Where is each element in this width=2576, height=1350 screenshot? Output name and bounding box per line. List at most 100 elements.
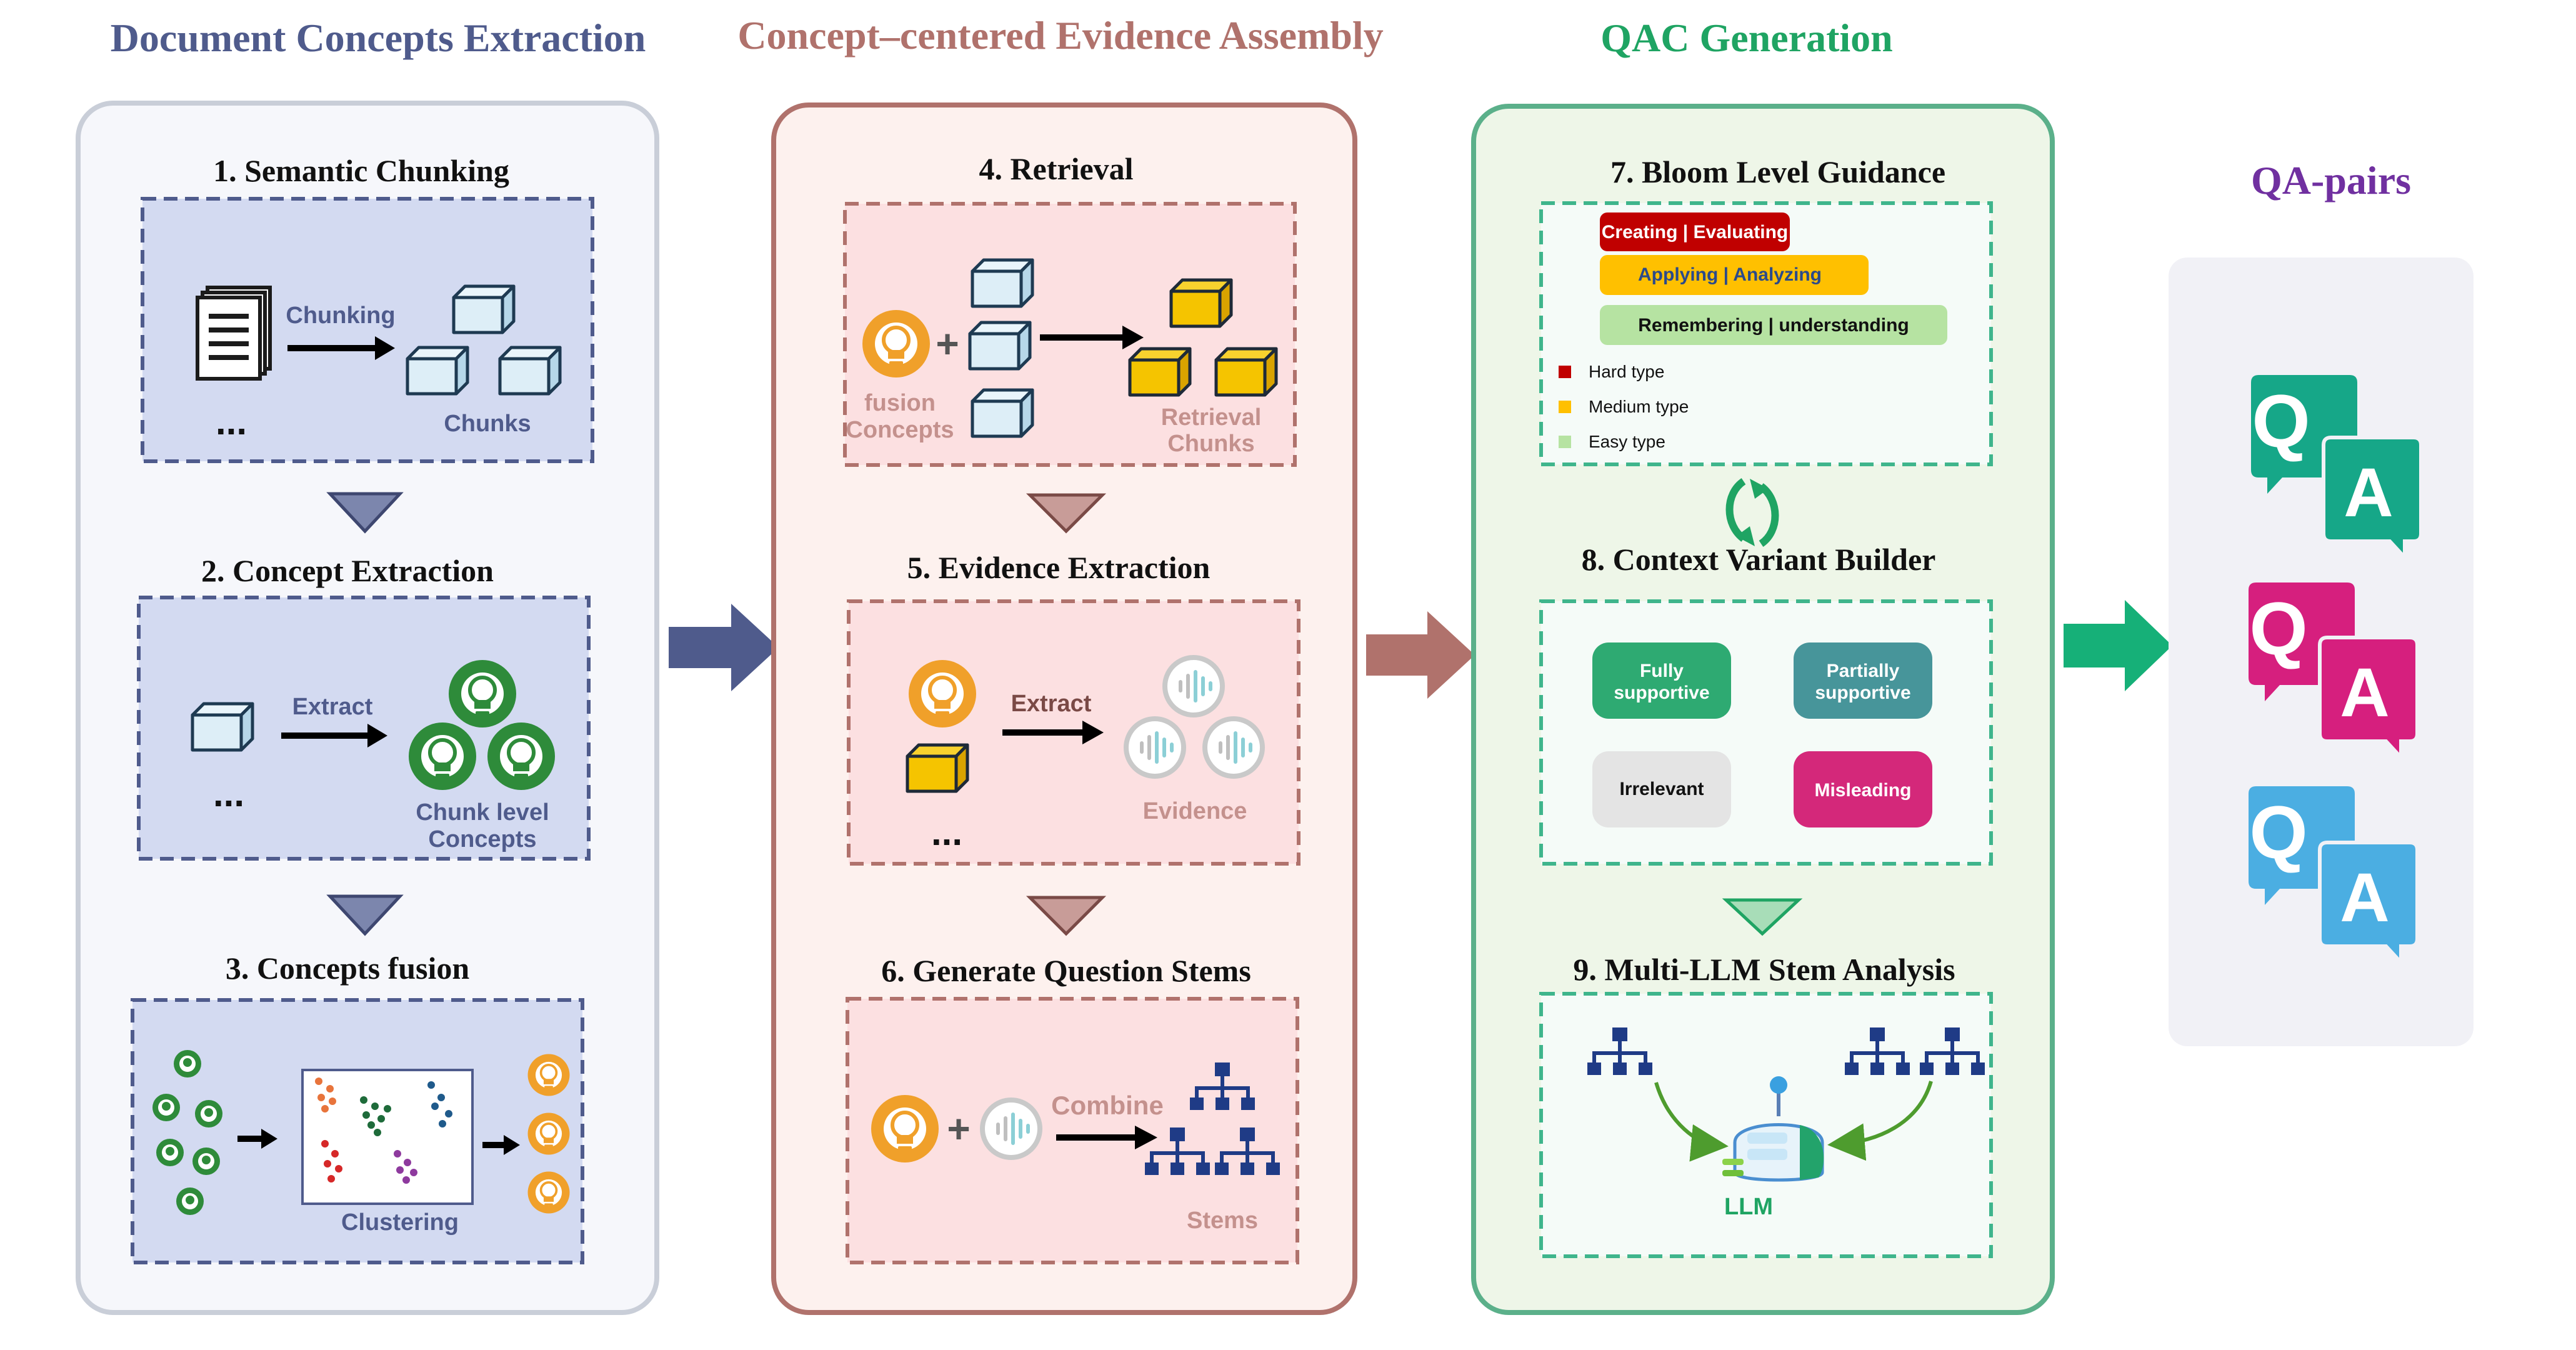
fusion-concept-bulb-icon	[526, 1111, 571, 1156]
evidence-wave-icon	[982, 1100, 1040, 1158]
column-title-qa: QA-pairs	[2251, 158, 2411, 202]
legend-swatch-medium	[1559, 401, 1571, 413]
step6-stems-label: Stems	[1187, 1208, 1258, 1234]
q-letter: Q	[2249, 791, 2307, 874]
variant-partially-line1: Partially	[1827, 661, 1900, 681]
step4-retrieval-line1: Retrieval	[1161, 404, 1262, 431]
cluster-points	[315, 1078, 452, 1184]
step5-extract-label: Extract	[1011, 691, 1092, 717]
step7-title: 7. Bloom Level Guidance	[1610, 154, 1945, 189]
step9-title: 9. Multi-LLM Stem Analysis	[1573, 952, 1955, 987]
step2-title: 2. Concept Extraction	[201, 553, 494, 588]
legend-swatch-easy	[1559, 436, 1571, 448]
down-arrow	[326, 492, 404, 534]
step4-fusion-line2: Concepts	[846, 417, 954, 443]
chunk-cube-icon	[407, 348, 467, 394]
step2-ellipsis: ...	[213, 772, 244, 814]
variant-irrelevant	[1592, 751, 1731, 828]
retrieval-cube-icon	[1130, 349, 1190, 395]
chunk-cube-icon	[500, 348, 560, 394]
document-icon	[197, 288, 270, 379]
step2-label-line2: Concepts	[428, 826, 536, 852]
down-arrow	[1026, 896, 1107, 936]
concept-bulb-icon	[156, 1139, 184, 1166]
concept-bulb-icon	[192, 1148, 220, 1175]
bloom-bar-easy-label: Remembering | understanding	[1638, 315, 1909, 336]
down-arrow	[326, 894, 404, 936]
step6-arrow	[1135, 1126, 1157, 1149]
variant-partially-supportive	[1794, 642, 1932, 719]
fusion-concept-bulb-icon	[526, 1170, 571, 1215]
step1-arrow	[375, 336, 395, 360]
chunk-cube-icon	[970, 322, 1030, 369]
step5-evidence-label: Evidence	[1143, 798, 1247, 824]
llm-robot-icon	[1722, 1076, 1824, 1182]
step4-arrow	[1122, 326, 1144, 349]
bloom-legend: Hard type Medium type Easy type	[1559, 362, 1689, 451]
chunk-cube-icon	[454, 286, 514, 332]
legend-medium-label: Medium type	[1589, 397, 1689, 416]
retrieval-cube-icon	[907, 745, 967, 791]
bloom-bar-medium	[1600, 255, 1869, 295]
step2-arrow	[367, 724, 387, 748]
a-bubble-icon	[2318, 636, 2419, 762]
q-letter: Q	[2252, 379, 2310, 463]
variant-misleading-label: Misleading	[1814, 780, 1911, 801]
bloom-bar-easy	[1600, 305, 1947, 345]
bloom-bar-hard	[1600, 212, 1790, 251]
fusion-concept-bulb-icon	[871, 1095, 939, 1162]
step5-title: 5. Evidence Extraction	[907, 550, 1211, 585]
a-letter: A	[2340, 859, 2389, 936]
step1-chunks-label: Chunks	[444, 411, 531, 437]
chunk-cube-icon	[972, 390, 1032, 436]
step3-arrow	[261, 1129, 277, 1149]
variant-fully-line2: supportive	[1614, 682, 1709, 703]
a-letter: A	[2344, 454, 2393, 531]
step5-ellipsis: ...	[931, 811, 962, 853]
chunk-cube-icon	[192, 704, 252, 750]
bloom-bars: Creating | Evaluating Applying | Analyzi…	[1600, 212, 1947, 345]
step4-fusion-line1: fusion	[864, 390, 936, 416]
down-arrow	[1026, 493, 1107, 534]
qa-pair-2: Q A	[2249, 582, 2419, 762]
fusion-concept-bulb-icon	[526, 1052, 571, 1098]
step4-title: 4. Retrieval	[979, 151, 1133, 186]
qa-pair-1: Q A	[2251, 375, 2423, 562]
variant-fully-supportive	[1592, 642, 1731, 719]
step3-clustering-label: Clustering	[341, 1209, 459, 1236]
step1-ellipsis: ...	[216, 401, 247, 442]
step1-chunking-label: Chunking	[286, 302, 395, 329]
bloom-bar-medium-label: Applying | Analyzing	[1638, 264, 1822, 285]
a-bubble-icon	[2318, 841, 2419, 968]
variant-fully-line1: Fully	[1640, 661, 1684, 681]
flow-arrow-2	[1366, 611, 1475, 699]
plus-icon: +	[947, 1106, 970, 1151]
variant-misleading	[1794, 751, 1932, 828]
concept-bulb-icon	[409, 722, 476, 790]
step5-arrow	[1082, 721, 1104, 744]
a-bubble-icon	[2322, 436, 2423, 562]
down-arrow	[1722, 898, 1803, 936]
q-letter: Q	[2249, 587, 2307, 671]
step1-title: 1. Semantic Chunking	[213, 153, 509, 188]
flow-arrow-1	[669, 604, 779, 691]
retrieval-cube-icon	[1216, 349, 1276, 395]
cycle-icon	[1725, 478, 1779, 547]
a-letter: A	[2340, 654, 2389, 731]
column-title-extraction: Document Concepts Extraction	[111, 16, 646, 60]
fusion-concept-bulb-icon	[862, 310, 930, 378]
step6-title: 6. Generate Question Stems	[881, 953, 1251, 988]
column-title-generation: QAC Generation	[1600, 16, 1893, 60]
fusion-concept-bulb-icon	[909, 660, 976, 728]
qa-pair-3: Q A	[2249, 786, 2419, 968]
concept-bulb-icon	[176, 1188, 204, 1215]
legend-swatch-hard	[1559, 366, 1571, 378]
step3-arrow	[504, 1135, 520, 1155]
concept-bulb-icon	[174, 1050, 201, 1078]
variant-irrelevant-label: Irrelevant	[1619, 779, 1704, 799]
variant-partially-line2: supportive	[1815, 682, 1910, 703]
step4-retrieval-line2: Chunks	[1167, 431, 1254, 457]
concept-bulb-icon	[449, 660, 516, 728]
bloom-bar-hard-label: Creating | Evaluating	[1602, 222, 1788, 242]
